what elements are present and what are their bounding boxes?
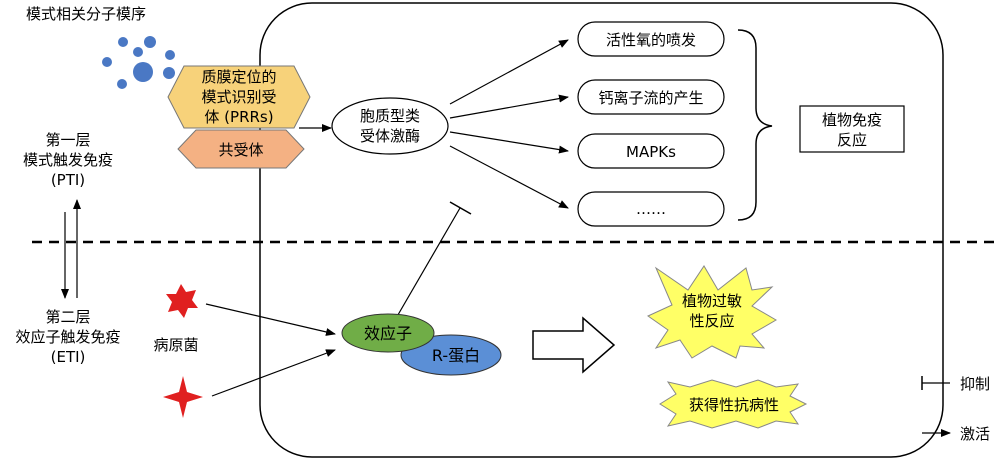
pathogen-star-2 xyxy=(163,376,203,418)
resistance-label: 获得性抗病性 xyxy=(689,396,779,414)
r-protein-label: R-蛋白 xyxy=(432,346,480,365)
output-mapk-box xyxy=(577,133,725,169)
pathogen-arrow-1 xyxy=(205,303,336,336)
output-calcium-box xyxy=(577,79,725,115)
coreceptor xyxy=(177,129,305,169)
kinase-arrow-3 xyxy=(449,131,569,154)
hypersensitive-label-2: 性反应 xyxy=(689,312,734,330)
pti-label-2: 模式触发免疫 xyxy=(23,151,113,169)
kinase-arrow-1 xyxy=(449,39,569,105)
prr-label-2: 模式识别受 xyxy=(201,88,276,106)
hypersensitive-burst xyxy=(646,265,777,359)
eti-label-1: 第二层 xyxy=(45,308,90,326)
output-ros-box xyxy=(577,21,725,57)
pathogen-label: 病原菌 xyxy=(153,336,198,354)
cell-boundary xyxy=(259,2,944,458)
output-calcium-label: 钙离子流的产生 xyxy=(598,89,703,107)
immune-response-label-1: 植物免疫 xyxy=(822,111,882,129)
prr-receptor xyxy=(167,65,311,129)
effector xyxy=(341,313,435,353)
kinase-arrow-2 xyxy=(449,94,569,119)
pti-label-3: (PTI) xyxy=(51,171,85,189)
output-brace xyxy=(737,29,773,221)
response-block-arrow xyxy=(532,316,616,374)
pamp-molecules xyxy=(102,36,175,89)
pathogen-star-1 xyxy=(166,284,198,318)
output-more-box xyxy=(577,191,725,227)
effector-label: 效应子 xyxy=(364,324,412,343)
effector-inhibit-line xyxy=(394,207,461,321)
kinase-label-1: 胞质型类 xyxy=(360,107,420,125)
pamp-title: 模式相关分子模序 xyxy=(26,5,146,23)
coreceptor-label: 共受体 xyxy=(218,141,263,159)
prr-label-3: 体 (PRRs) xyxy=(204,108,273,126)
pathogen-arrow-2 xyxy=(211,349,336,397)
immune-response-label-2: 反应 xyxy=(837,131,867,149)
eti-label-2: 效应子触发免疫 xyxy=(15,328,120,346)
output-mapk-label: MAPKs xyxy=(626,143,676,161)
effector-inhibit-bar xyxy=(449,201,472,215)
hypersensitive-label-1: 植物过敏 xyxy=(682,292,742,310)
pti-label-1: 第一层 xyxy=(45,131,90,149)
r-protein xyxy=(400,334,502,376)
kinase-node xyxy=(331,97,449,155)
output-more-label: …… xyxy=(636,200,666,218)
output-ros-label: 活性氧的喷发 xyxy=(606,31,696,49)
legend-activate-label: 激活 xyxy=(960,425,990,443)
kinase-arrow-4 xyxy=(449,145,569,209)
legend-inhibit-label: 抑制 xyxy=(960,375,990,393)
eti-label-3: (ETI) xyxy=(51,348,86,366)
prr-label-1: 质膜定位的 xyxy=(201,68,276,86)
resistance-burst xyxy=(659,379,808,429)
immune-response-box xyxy=(799,105,905,153)
kinase-label-2: 受体激酶 xyxy=(360,127,420,145)
